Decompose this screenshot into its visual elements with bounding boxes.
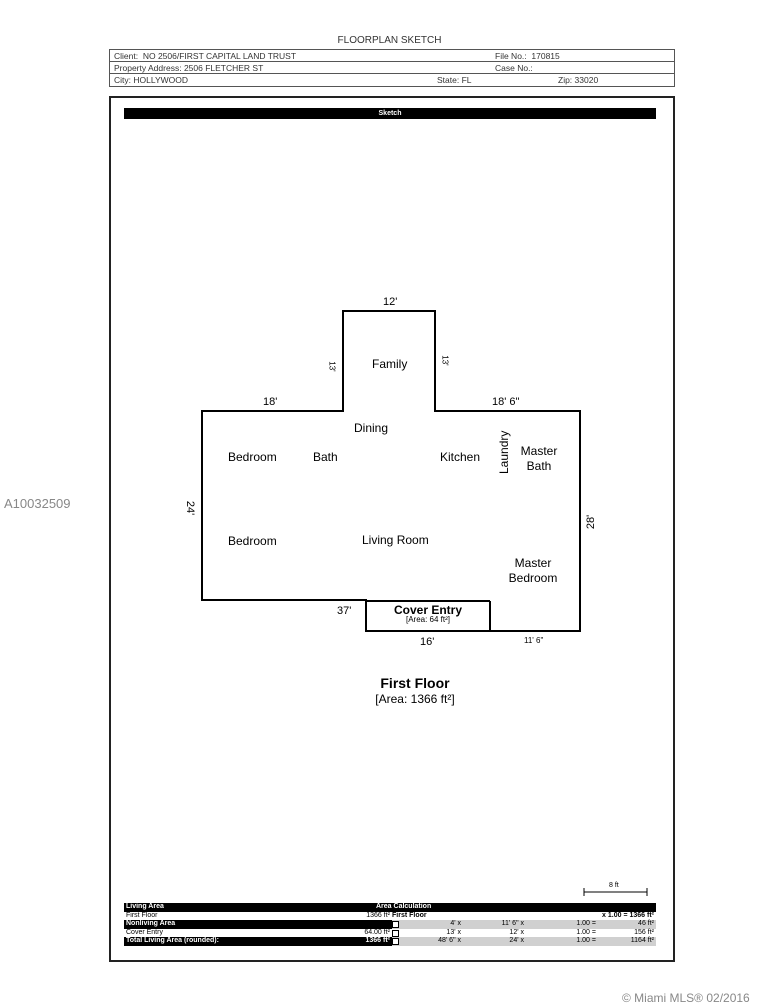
copyright: © Miami MLS® 02/2016 — [622, 991, 750, 1005]
nonliving-label: Nonliving Area — [126, 920, 176, 927]
room-dining: Dining — [354, 421, 389, 435]
state-label: State: — [437, 75, 460, 85]
floor-name: First Floor — [380, 675, 450, 691]
area-calc-header: Area Calculation — [376, 903, 432, 910]
calc-cell: 46 ft² — [638, 920, 654, 927]
listing-id-watermark: A10032509 — [4, 496, 71, 511]
checkbox-icon — [392, 921, 399, 928]
state-value: FL — [461, 75, 472, 85]
dim-family-right: 13' — [440, 355, 450, 366]
table-row: Cover Entry 64.00 ft² 13' x 12' x 1.00 =… — [124, 929, 656, 938]
address-value: 2506 FLETCHER ST — [183, 63, 264, 73]
checkbox-icon — [392, 929, 399, 937]
dim-right: 28' — [585, 514, 598, 530]
room-bedroom-2: Bedroom — [228, 534, 277, 548]
first-floor-label: First Floor — [126, 911, 158, 919]
calc-cell: 12' x — [509, 928, 524, 936]
first-floor-total: x 1.00 = 1366 ft² — [602, 911, 654, 919]
calc-cell: 1164 ft² — [630, 937, 654, 944]
address: Property Address: 2506 FLETCHER ST — [114, 63, 263, 73]
table-row: Total Living Area (rounded): 1366 ft² 48… — [124, 937, 656, 946]
room-kitchen: Kitchen — [440, 450, 481, 464]
room-master-bath: Master Bath — [520, 444, 558, 473]
property-header: Client: NO 2506/FIRST CAPITAL LAND TRUST… — [109, 49, 675, 87]
dim-top: 12' — [383, 296, 398, 308]
zip-label: Zip: — [558, 75, 573, 85]
room-bath: Bath — [313, 450, 338, 464]
file-value: 170815 — [531, 51, 560, 61]
dim-left-top: 18' — [263, 396, 278, 408]
page-title: FLOORPLAN SKETCH — [337, 35, 442, 46]
calc-cell: 1.00 = — [576, 920, 596, 927]
sketch-frame — [109, 96, 675, 962]
scale-label: 8 ft — [609, 882, 619, 889]
dim-left: 24' — [184, 500, 197, 516]
first-floor-area: 1366 ft² — [366, 911, 390, 919]
room-bedroom-1: Bedroom — [228, 450, 277, 464]
case-label: Case No.: — [495, 63, 533, 73]
city-label: City: — [114, 75, 131, 85]
checkbox-icon — [392, 938, 399, 945]
client-label: Client: — [114, 51, 139, 61]
room-cover-entry: Cover Entry — [393, 603, 463, 617]
table-row: Nonliving Area 4' x 11' 6" x 1.00 = 46 f… — [124, 920, 656, 929]
cover-entry-area: [Area: 64 ft²] — [405, 615, 451, 624]
room-master-bedroom: Master Bedroom — [508, 556, 558, 585]
dim-bottom-right: 11' 6" — [524, 636, 544, 645]
zip: Zip: 33020 — [558, 75, 598, 85]
address-label: Property Address: — [114, 63, 182, 73]
total-label: Total Living Area (rounded): — [126, 937, 219, 944]
floorplan-outline — [201, 310, 581, 632]
table-row: First Floor 1366 ft² First Floor x 1.00 … — [124, 912, 656, 921]
calc-cell: 11' 6" x — [501, 920, 524, 927]
first-floor-calc: First Floor — [392, 911, 427, 919]
floor-area: [Area: 1366 ft²] — [375, 692, 455, 706]
scale-bar — [583, 888, 648, 896]
client: Client: NO 2506/FIRST CAPITAL LAND TRUST — [114, 51, 296, 61]
city-value: HOLLYWOOD — [133, 75, 189, 85]
area-table: Living Area Area Calculation First Floor… — [124, 903, 656, 946]
dim-bottom-left: 37' — [337, 605, 352, 617]
file-no: File No.: 170815 — [495, 51, 560, 61]
calc-cell: 48' 6" x — [438, 937, 461, 944]
calc-cell: 1.00 = — [576, 937, 596, 944]
calc-cell: 24' x — [509, 937, 524, 944]
zip-value: 33020 — [574, 75, 599, 85]
state: State: FL — [437, 75, 472, 85]
dim-entry-bottom: 16' — [420, 636, 435, 648]
cover-entry-area-value: 64.00 ft² — [364, 928, 390, 936]
cover-entry-label: Cover Entry — [126, 928, 163, 936]
dim-right-top: 18' 6" — [492, 396, 520, 408]
table-header-row: Living Area Area Calculation — [124, 903, 656, 912]
dim-family-left: 13' — [327, 361, 337, 372]
total-area: 1366 ft² — [365, 937, 390, 944]
living-area-header: Living Area — [126, 903, 164, 910]
file-label: File No.: — [495, 51, 527, 61]
room-living: Living Room — [362, 533, 429, 547]
calc-cell: 4' x — [450, 920, 461, 927]
room-laundry: Laundry — [497, 430, 511, 474]
calc-cell: 156 ft² — [634, 928, 654, 936]
calc-cell: 13' x — [446, 928, 461, 936]
calc-cell: 1.00 = — [576, 928, 596, 936]
sketch-bar: Sketch — [124, 108, 656, 119]
room-family: Family — [372, 357, 408, 371]
client-value: NO 2506/FIRST CAPITAL LAND TRUST — [142, 51, 297, 61]
city: City: HOLLYWOOD — [114, 75, 188, 85]
